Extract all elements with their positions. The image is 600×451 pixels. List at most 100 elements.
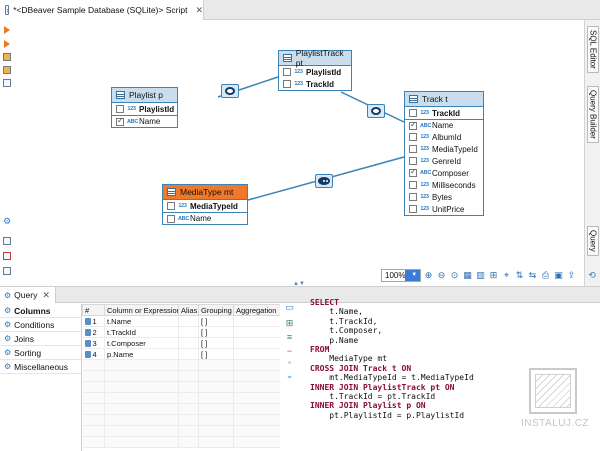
- column-checkbox[interactable]: [409, 145, 417, 153]
- settings-gear-icon[interactable]: ⚙: [3, 216, 12, 226]
- column-checkbox[interactable]: [409, 109, 417, 117]
- cell-agg[interactable]: [233, 326, 280, 338]
- move-up-icon[interactable]: ⌃: [285, 360, 294, 370]
- cell-alias[interactable]: [178, 348, 199, 360]
- cell-agg[interactable]: [233, 348, 280, 360]
- column-checkbox[interactable]: [409, 205, 417, 213]
- column-checkbox[interactable]: [167, 202, 175, 210]
- editor-tab-script[interactable]: *<DBeaver Sample Database (SQLite)> Scri…: [0, 0, 204, 20]
- select-icon[interactable]: ▣: [554, 270, 563, 280]
- cell-alias[interactable]: [178, 315, 199, 327]
- fit-page-icon[interactable]: ⇆: [528, 270, 537, 280]
- new-script-icon[interactable]: [3, 237, 11, 245]
- column-checkbox[interactable]: [116, 116, 124, 126]
- splitter-arrows-icon[interactable]: ▲▼: [293, 281, 305, 287]
- column-checkbox[interactable]: [283, 68, 291, 76]
- cell-agg[interactable]: [233, 315, 280, 327]
- entity-header[interactable]: Track t: [405, 92, 483, 107]
- load-execution-plan-icon[interactable]: [3, 66, 11, 74]
- entity-track[interactable]: Track t 123TrackIdABCName123AlbumId123Me…: [404, 91, 484, 216]
- explain-plan-icon[interactable]: [3, 53, 11, 61]
- join-connector-playlist-playlisttrack[interactable]: [221, 84, 239, 98]
- cell-alias[interactable]: [178, 326, 199, 338]
- close-icon[interactable]: ✕: [42, 289, 50, 300]
- cell-agg[interactable]: [233, 337, 280, 349]
- category-joins[interactable]: ⚙Joins: [0, 332, 81, 346]
- format-sql-icon[interactable]: [3, 267, 11, 275]
- tab-query-builder[interactable]: Query Builder: [587, 86, 599, 143]
- tab-sql-editor[interactable]: SQL Editor: [587, 26, 599, 73]
- delete-script-icon[interactable]: [3, 252, 11, 260]
- close-icon[interactable]: ✕: [195, 4, 203, 15]
- category-columns[interactable]: ⚙Columns: [0, 304, 81, 318]
- share-icon[interactable]: ⇪: [567, 270, 576, 280]
- cell-grouping[interactable]: [ ]: [198, 348, 234, 360]
- entity-header[interactable]: MediaType mt: [163, 185, 247, 200]
- execute-statement-icon[interactable]: [4, 26, 10, 34]
- column-checkbox[interactable]: [409, 133, 417, 141]
- column-checkbox[interactable]: [409, 120, 417, 130]
- add-column-icon[interactable]: ⊞: [285, 318, 294, 328]
- grid-icon[interactable]: ▦: [463, 270, 472, 280]
- panel-splitter[interactable]: [0, 286, 600, 287]
- entity-header[interactable]: Playlist p: [112, 88, 177, 103]
- auto-layout-icon[interactable]: ⇅: [515, 270, 524, 280]
- column-checkbox[interactable]: [167, 214, 175, 223]
- tab-query-bottom[interactable]: ⚙ Query ✕: [0, 287, 56, 303]
- column-checkbox[interactable]: [409, 157, 417, 165]
- query-builder-diagram[interactable]: Playlist p 123PlaylistIdABCName Playlist…: [14, 20, 584, 286]
- column-checkbox[interactable]: [283, 80, 291, 88]
- join-connector-playlisttrack-track[interactable]: [367, 104, 385, 118]
- expression-icon[interactable]: ▭: [285, 302, 294, 312]
- cell-expr[interactable]: t.Name: [104, 315, 179, 327]
- chevron-down-icon[interactable]: ▼: [405, 270, 420, 281]
- remove-column-icon[interactable]: −: [286, 346, 293, 356]
- column-checkbox[interactable]: [409, 167, 417, 177]
- cell-grouping[interactable]: [ ]: [198, 326, 234, 338]
- column-checkbox[interactable]: [409, 181, 417, 189]
- zoom-select[interactable]: 100% ▼: [381, 269, 421, 282]
- column-checkbox[interactable]: [409, 193, 417, 201]
- move-down-icon[interactable]: ⌄: [285, 370, 294, 380]
- entity-header[interactable]: PlaylistTrack pt: [279, 48, 351, 68]
- export-icon[interactable]: [3, 79, 11, 87]
- cell-grouping[interactable]: [ ]: [198, 315, 234, 327]
- category-miscellaneous[interactable]: ⚙Miscellaneous: [0, 360, 81, 374]
- insert-column-icon[interactable]: ≡: [286, 332, 293, 342]
- category-sorting[interactable]: ⚙Sorting: [0, 346, 81, 360]
- snap-grid-icon[interactable]: ▥: [476, 270, 485, 280]
- cell-expr[interactable]: t.TrackId: [104, 326, 179, 338]
- cell-expr[interactable]: p.Name: [104, 348, 179, 360]
- cell-grouping[interactable]: [ ]: [198, 337, 234, 349]
- cell-expr[interactable]: t.Composer: [104, 337, 179, 349]
- zoom-fit-icon[interactable]: ⊙: [450, 270, 459, 280]
- tab-query[interactable]: Query: [587, 226, 599, 256]
- category-conditions[interactable]: ⚙Conditions: [0, 318, 81, 332]
- entity-playlist[interactable]: Playlist p 123PlaylistIdABCName: [111, 87, 178, 128]
- layout-icon[interactable]: ⊞: [489, 270, 498, 280]
- zoom-in-icon[interactable]: ⊕: [424, 270, 433, 280]
- sql-preview[interactable]: SELECT t.Name, t.TrackId, t.Composer, p.…: [310, 298, 590, 448]
- zoom-out-icon[interactable]: ⊖: [437, 270, 446, 280]
